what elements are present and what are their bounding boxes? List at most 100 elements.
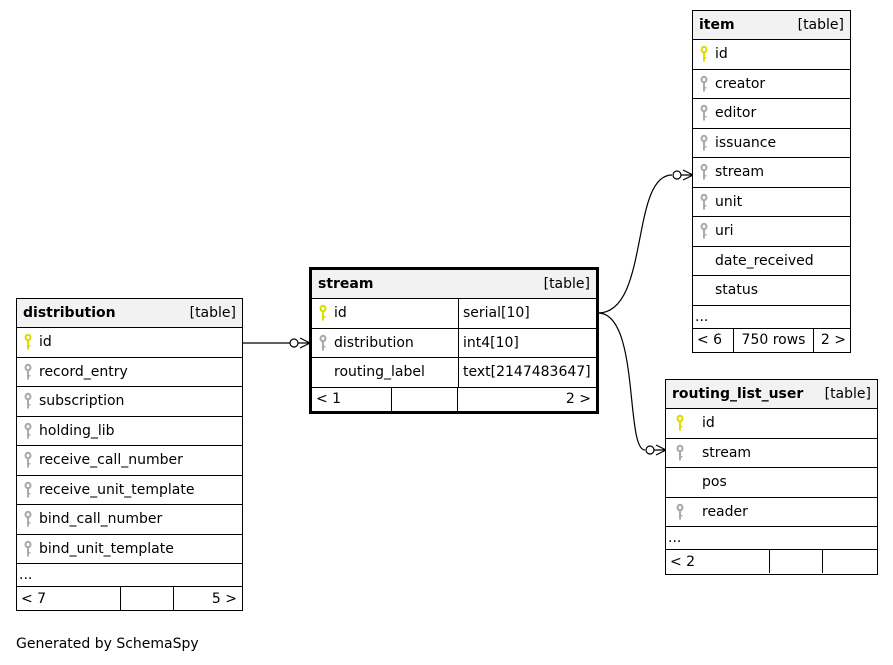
foreign-key-icon [666,503,694,521]
column-row-date-received[interactable]: date_received [693,247,850,276]
footer-rows [770,550,823,573]
table-header: distribution [table] [17,299,242,328]
foreign-key-icon [693,193,715,211]
column-name: reader [702,503,748,520]
foreign-key-icon [17,481,39,499]
column-row-unit[interactable]: unit [693,188,850,217]
table-footer: < 6 750 rows 2 > [693,328,850,352]
column-name: subscription [39,393,125,410]
column-row-uri[interactable]: uri [693,217,850,247]
column-row-creator[interactable]: creator [693,70,850,99]
column-name: editor [715,105,757,122]
table-footer: < 2 [666,550,877,573]
column-row-issuance[interactable]: issuance [693,129,850,158]
link-distribution-stream [243,337,312,349]
column-row-id[interactable]: id [693,40,850,70]
column-row-record-entry[interactable]: record_entry [17,358,242,387]
column-name: stream [715,164,765,181]
link-stream-routing [597,312,668,456]
footer-children: 2 > [820,332,846,348]
column-name: uri [715,223,734,240]
footer-rows [392,387,458,411]
column-row-stream[interactable]: stream [693,158,850,188]
column-row-id[interactable]: id [666,409,877,439]
column-row-pos[interactable]: pos [666,468,877,498]
foreign-key-icon [17,422,39,440]
column-row-distribution[interactable]: distribution int4[10] [312,328,596,358]
column-name: unit [715,193,743,210]
link-stream-item [597,169,695,314]
primary-key-icon [312,304,334,322]
column-name: id [702,415,715,432]
column-row-subscription[interactable]: subscription [17,387,242,417]
column-type: int4[10] [458,328,596,357]
footer-children: 2 > [565,391,591,407]
table-routing-list-user[interactable]: routing_list_user [table] id stream pos rea… [665,379,878,575]
column-name: status [715,282,759,299]
foreign-key-icon [17,510,39,528]
column-name: pos [702,474,727,491]
column-row-receive-unit-template[interactable]: receive_unit_template [17,476,242,505]
table-tag: [table] [824,386,871,402]
column-name: record_entry [39,363,128,380]
column-row-reader[interactable]: reader [666,498,877,527]
footer-parents: < 1 [312,387,392,411]
column-name: holding_lib [39,422,115,439]
column-row-stream[interactable]: stream [666,439,877,468]
footer-children: 5 > [211,590,237,607]
column-name: id [39,334,52,351]
table-name: routing_list_user [672,386,804,402]
column-row-editor[interactable]: editor [693,99,850,129]
column-type: text[2147483647] [458,358,596,387]
table-footer: < 7 5 > [17,587,242,610]
primary-key-icon [17,333,39,351]
foreign-key-icon [693,75,715,93]
more-columns-ellipsis: ... [666,527,877,550]
foreign-key-icon [693,163,715,181]
foreign-key-icon [17,363,39,381]
column-name: id [715,46,728,63]
table-tag: [table] [543,276,590,292]
table-item[interactable]: item [table] id creator editor issuance stre… [692,10,851,353]
column-row-id[interactable]: id [17,328,242,358]
foreign-key-icon [693,222,715,240]
column-row-status[interactable]: status [693,276,850,306]
column-row-receive-call-number[interactable]: receive_call_number [17,446,242,476]
column-name: receive_call_number [39,452,183,469]
footer-parents: < 2 [666,550,770,573]
column-name: bind_unit_template [39,540,174,557]
column-name: issuance [715,134,777,151]
generated-by-label: Generated by SchemaSpy [16,636,199,652]
foreign-key-icon [17,540,39,558]
column-name: stream [702,444,752,461]
foreign-key-icon [666,444,694,462]
table-name: distribution [23,305,116,321]
footer-parents: < 6 [693,328,734,352]
table-header: item [table] [693,11,850,40]
foreign-key-icon [17,451,39,469]
column-name: date_received [715,252,814,269]
footer-rows [121,587,174,610]
primary-key-icon [693,45,715,63]
column-row-bind-unit-template[interactable]: bind_unit_template [17,535,242,564]
table-tag: [table] [797,17,844,33]
column-row-bind-call-number[interactable]: bind_call_number [17,505,242,535]
column-name: receive_unit_template [39,481,195,498]
table-header: stream [table] [312,270,596,299]
primary-key-icon [666,414,694,432]
more-columns-ellipsis: ... [17,564,242,587]
table-name: stream [318,276,374,292]
foreign-key-icon [693,104,715,122]
column-name: id [334,305,347,322]
column-name: distribution [334,334,414,351]
table-name: item [699,17,735,33]
column-row-holding-lib[interactable]: holding_lib [17,417,242,446]
more-columns-ellipsis: ... [693,306,850,329]
footer-children [823,550,877,573]
table-tag: [table] [189,305,236,321]
foreign-key-icon [17,392,39,410]
